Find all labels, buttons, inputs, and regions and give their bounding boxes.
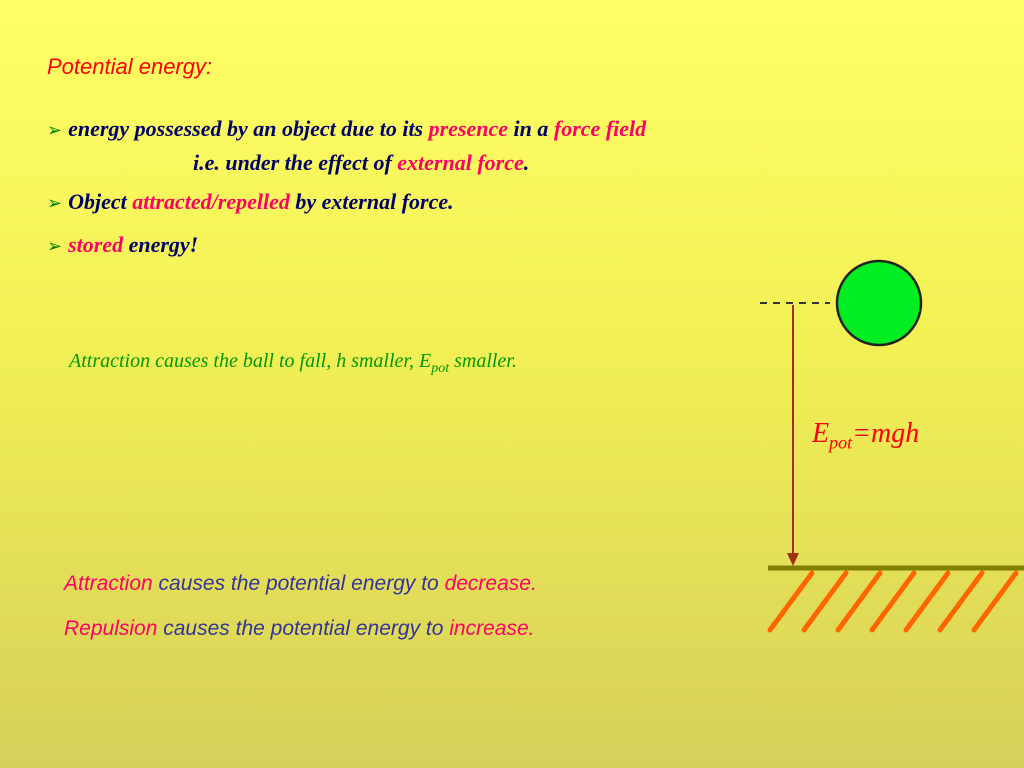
attraction-keyword: Attraction (64, 572, 153, 595)
bullet-1-cont-end: . (523, 150, 530, 175)
height-arrow-head (787, 553, 799, 566)
hatch-line (801, 570, 849, 633)
hatch-line (767, 570, 815, 633)
bullet-3-stored: stored (68, 232, 124, 257)
attraction-note-after: smaller. (449, 350, 517, 372)
formula-rest: =mgh (852, 418, 920, 449)
hatch-line (835, 570, 883, 633)
bullet-3: ➢stored energy! (47, 232, 198, 258)
repulsion-keyword: Repulsion (64, 617, 158, 640)
attraction-note: Attraction causes the ball to fall, h sm… (69, 350, 517, 377)
bullet-2-text-a: Object (68, 189, 133, 214)
bullet-1-continuation: i.e. under the effect of external force. (193, 150, 529, 176)
bullet-1-cont-text: i.e. under the effect of (193, 150, 398, 175)
bullet-2-attracted-repelled: attracted/repelled (132, 189, 290, 214)
repulsion-effect: increase (449, 617, 529, 640)
hatch-line (937, 570, 985, 633)
bullet-2: ➢Object attracted/repelled by external f… (47, 189, 454, 215)
arrow-bullet-icon: ➢ (47, 120, 63, 141)
ball (835, 259, 923, 347)
arrow-bullet-icon: ➢ (47, 236, 63, 257)
formula-sub: pot (829, 432, 853, 453)
attraction-note-sub: pot (431, 361, 450, 376)
bullet-2-text-b: by external force. (289, 189, 454, 214)
arrow-bullet-icon: ➢ (47, 193, 63, 214)
potential-energy-formula: Epot=mgh (812, 418, 919, 454)
bullet-1-presence: presence (428, 116, 509, 141)
repulsion-end: . (528, 617, 535, 640)
hatch-line (971, 570, 1019, 633)
bullet-1-text-b: in a (508, 116, 554, 141)
attraction-note-before: Attraction causes the ball to fall, h sm… (69, 350, 432, 372)
repulsion-statement: Repulsion causes the potential energy to… (64, 617, 535, 641)
formula-base: E (812, 418, 830, 449)
repulsion-middle: causes the potential energy to (157, 617, 450, 640)
bullet-1-text-a: energy possessed by an object due to its (68, 116, 429, 141)
bullet-1-external-force: external force (397, 150, 524, 175)
slide-title: Potential energy: (47, 54, 213, 79)
ground-hatching (767, 570, 1019, 633)
attraction-effect: decrease (444, 572, 531, 595)
attraction-middle: causes the potential energy to (152, 572, 445, 595)
hatch-line (903, 570, 951, 633)
bullet-3-text: energy! (123, 232, 199, 257)
hatch-line (869, 570, 917, 633)
bullet-1-force-field: force field (553, 116, 647, 141)
attraction-statement: Attraction causes the potential energy t… (64, 572, 537, 596)
attraction-end: . (530, 572, 537, 595)
bullet-1: ➢energy possessed by an object due to it… (47, 116, 646, 142)
